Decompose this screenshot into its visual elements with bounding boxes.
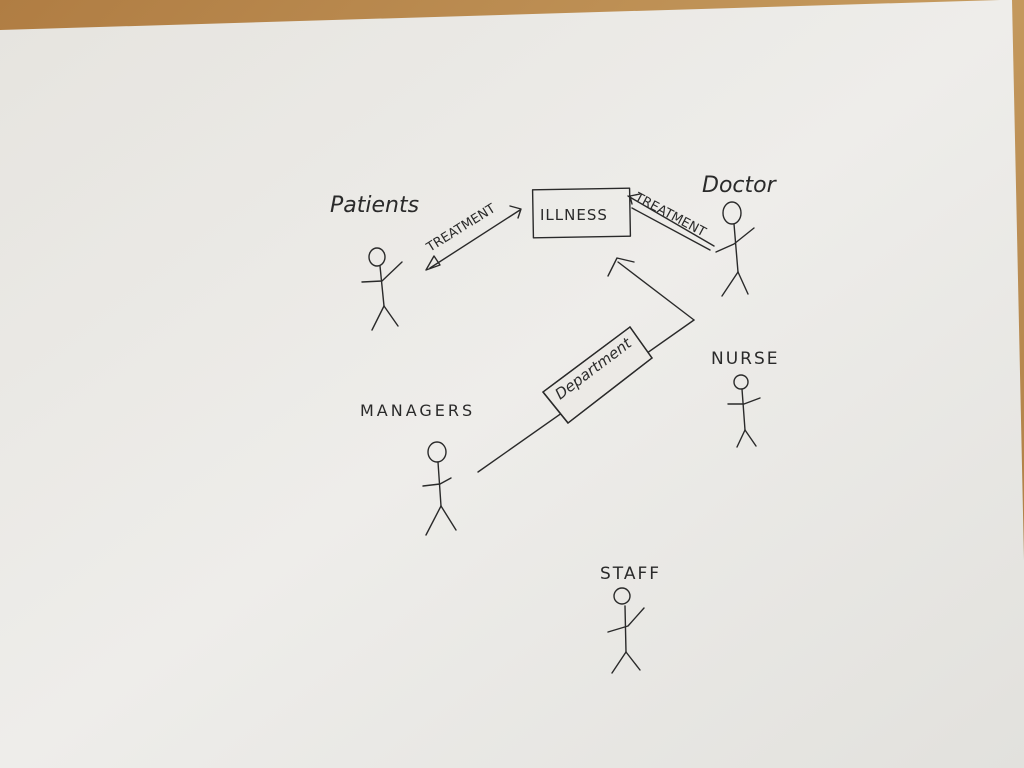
staff-label: STAFF (600, 564, 661, 584)
doctor-label: Doctor (702, 173, 778, 198)
managers-figure (422, 441, 457, 536)
doctor-figure (715, 201, 755, 297)
illness-box (531, 187, 632, 239)
nurse-label: NURSE (711, 349, 780, 369)
illness-label: ILLNESS (540, 206, 608, 224)
nurse-figure (727, 374, 761, 448)
patients-figure (361, 247, 403, 331)
department-box (542, 326, 653, 424)
managers-label: MANAGERS (360, 401, 475, 420)
staff-figure (607, 587, 645, 674)
treatment-connector-from-doctor (627, 193, 715, 251)
treatment-arrow-to-patients (425, 205, 522, 271)
patients-label: Patients (330, 193, 419, 218)
